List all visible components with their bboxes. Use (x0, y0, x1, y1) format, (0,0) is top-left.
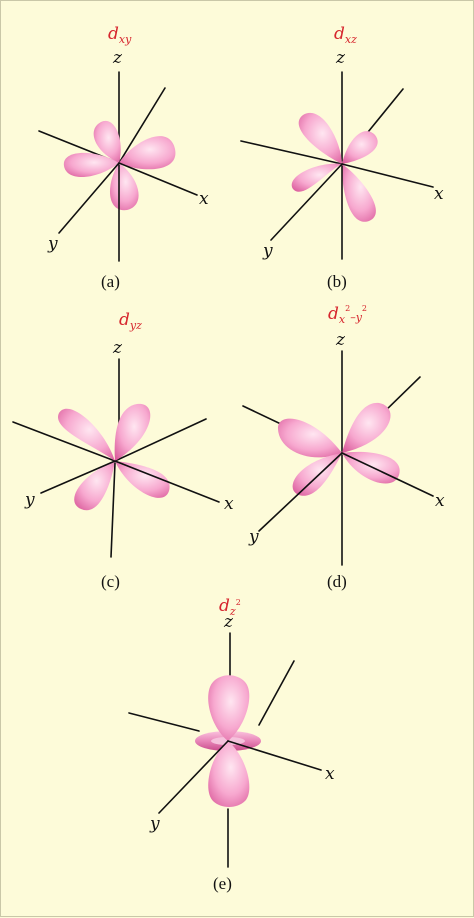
dyz-lobe-upper-right (114, 403, 151, 461)
panel-label-e: (e) (213, 874, 232, 893)
x-axis-back (12, 421, 116, 462)
x-axis-front (114, 460, 220, 503)
x-axis-label: x (224, 494, 234, 514)
dxy-lobe-upper-right (119, 136, 176, 170)
x-axis-back (240, 140, 343, 165)
x-axis-front (341, 452, 434, 497)
panel-dyz: dyz z x y (c) (12, 310, 234, 591)
x-axis-label: x (435, 491, 445, 511)
panel-dxy: dxy z x y (a) (38, 24, 209, 291)
dyz-lobes (58, 403, 170, 511)
y-axis-label: y (248, 527, 259, 547)
y-axis-label: y (24, 490, 35, 510)
dxy-lobe-upper-left (93, 120, 121, 163)
panel-label-c: (c) (101, 572, 120, 591)
y-axis-label: y (47, 234, 58, 254)
panel-label-a: (a) (101, 272, 120, 291)
x-axis-label: x (199, 189, 209, 209)
dx2-y2-lobes (277, 402, 400, 496)
x-axis-front (341, 163, 434, 188)
dx2-y2-lobe-left (277, 418, 342, 458)
z-axis-lower (110, 462, 116, 558)
y-axis-front (40, 460, 116, 494)
y-axis-label: y (262, 241, 273, 261)
orbital-title-dx2-y2: dx2–y2 (328, 304, 367, 326)
panel-label-d: (d) (327, 572, 347, 591)
dyz-lobe-lower-left (74, 461, 115, 511)
dxy-lobe-left (63, 152, 119, 178)
dxz-lobe-lower-right (341, 164, 376, 222)
panel-dxz: dxz z x y (b) (240, 24, 444, 291)
y-axis-front (258, 452, 343, 532)
x-axis-label: x (434, 184, 444, 204)
dxz-lobe-lower-left (291, 163, 342, 192)
dxz-lobe-upper-left (298, 112, 342, 164)
dxz-lobes (291, 112, 378, 222)
y-axis-front (58, 162, 120, 234)
orbital-title-dz2: dz2 (219, 596, 241, 618)
panel-dz2: dz2 z x y (e) (128, 596, 335, 893)
orbital-title-dxy: dxy (108, 24, 132, 46)
z-axis-label: z (112, 48, 123, 68)
y-axis-back (118, 87, 166, 164)
dz2-lobe-lower (208, 741, 250, 807)
panel-label-b: (b) (327, 272, 347, 291)
dz2-lobe-upper (208, 675, 250, 741)
z-axis-label: z (335, 330, 346, 350)
dyz-lobe-lower-right (115, 461, 170, 498)
z-axis-label: z (335, 48, 346, 68)
orbital-title-dxz: dxz (334, 24, 357, 46)
dxz-lobe-upper-right (342, 131, 378, 164)
orbital-title-dyz: dyz (119, 310, 142, 332)
dyz-lobe-upper-left (58, 408, 115, 461)
dxy-lobe-lower (109, 163, 139, 211)
y-axis-front (158, 740, 229, 814)
y-axis-back (258, 660, 295, 726)
z-axis-label: z (223, 612, 234, 632)
x-axis-label: x (325, 764, 335, 784)
z-axis-label: z (112, 338, 123, 358)
dx2-y2-lobe-upper-right (342, 402, 391, 453)
x-axis-front (118, 162, 198, 196)
dxy-lobes (63, 120, 176, 211)
y-axis-back (114, 418, 207, 462)
y-axis-front (270, 163, 343, 241)
x-axis-back (128, 712, 200, 732)
y-axis-label: y (149, 814, 160, 834)
x-axis-front (227, 740, 322, 771)
panel-dx2-y2: dx2–y2 z x y (d) (242, 304, 445, 591)
